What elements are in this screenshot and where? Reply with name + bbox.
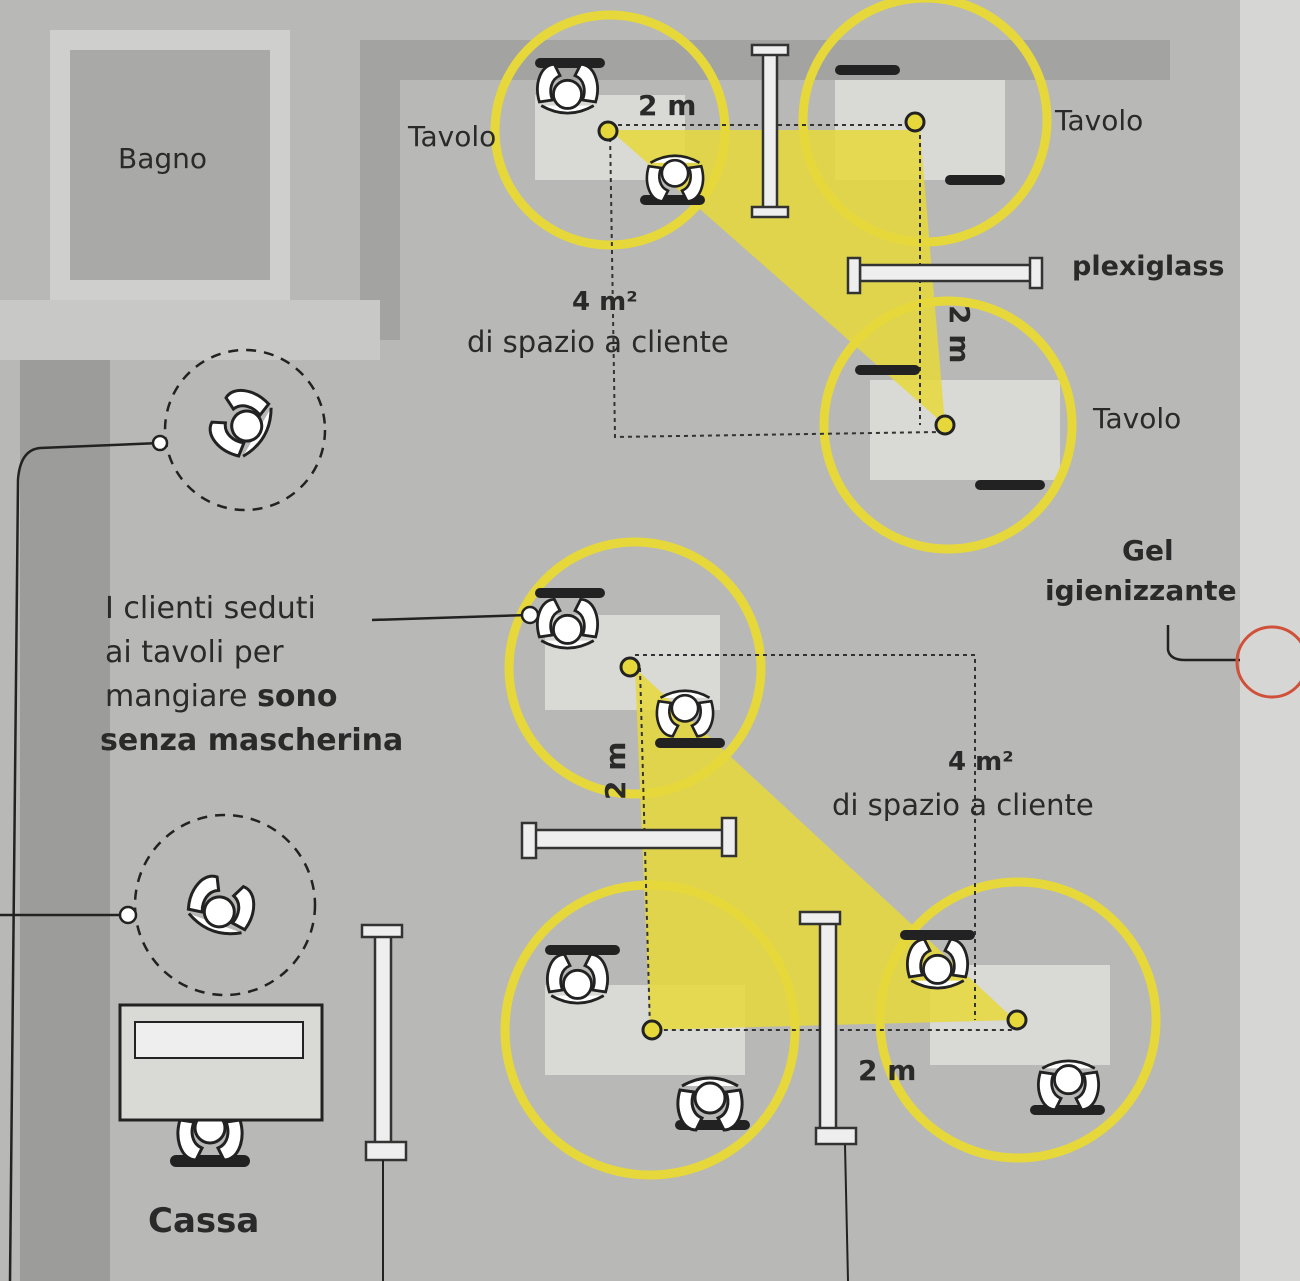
plexiglass-panels	[360, 43, 1044, 1162]
area-bottom-caption: di spazio a cliente	[832, 788, 1094, 822]
plexiglass-panel	[798, 910, 858, 1146]
wall-right	[1240, 0, 1300, 1281]
gel-dispenser-icon	[1235, 625, 1300, 699]
wall-top	[360, 40, 1170, 340]
gel-label-line1: Gel	[1122, 534, 1174, 567]
distance-circle	[504, 537, 766, 799]
plexiglass-panel	[360, 923, 408, 1162]
distance-circle	[875, 877, 1161, 1163]
note-line: senza mascherina	[100, 723, 403, 758]
leader-lines	[0, 441, 1240, 1281]
area-bottom: 4 m²	[948, 747, 1014, 777]
distance-circles	[490, 0, 1161, 1180]
walking-circles	[133, 348, 327, 997]
plexiglass-panel	[846, 256, 1044, 295]
cashier-plexiglass	[134, 1021, 304, 1059]
distance-circle	[490, 10, 730, 250]
table-centres	[597, 111, 1028, 1041]
note-line: I clienti seduti	[105, 591, 316, 626]
wall-bath-bottom	[0, 300, 380, 360]
seated-customers-note: I clienti seduti ai tavoli per mangiare …	[100, 591, 403, 758]
cashier-label: Cassa	[148, 1201, 259, 1241]
measure-top-horizontal: 2 m	[638, 89, 696, 122]
bathroom-label: Bagno	[118, 142, 207, 175]
note-line: ai tavoli per	[105, 635, 284, 670]
plexiglass-label: plexiglass	[1072, 251, 1225, 282]
plexiglass-panel	[750, 43, 790, 219]
note-line: mangiare sono	[105, 679, 338, 714]
table-label: Tavolo	[1054, 104, 1143, 137]
table-label: Tavolo	[407, 120, 496, 153]
table-right	[870, 380, 1060, 480]
measure-bottom-vertical: 2 m	[599, 742, 632, 800]
gel-label-line2: igienizzante	[1045, 574, 1237, 607]
plexiglass-panel	[520, 816, 738, 860]
area-top-caption: di spazio a cliente	[467, 325, 729, 359]
measure-bottom-horizontal: 2 m	[858, 1054, 916, 1087]
distance-circle	[798, 0, 1052, 247]
wall-left	[20, 360, 110, 1281]
distance-circle	[819, 296, 1077, 554]
area-top: 4 m²	[572, 287, 638, 317]
bathroom-room	[50, 30, 290, 300]
measure-top-vertical: 2 m	[943, 305, 976, 363]
table-label: Tavolo	[1092, 402, 1181, 435]
